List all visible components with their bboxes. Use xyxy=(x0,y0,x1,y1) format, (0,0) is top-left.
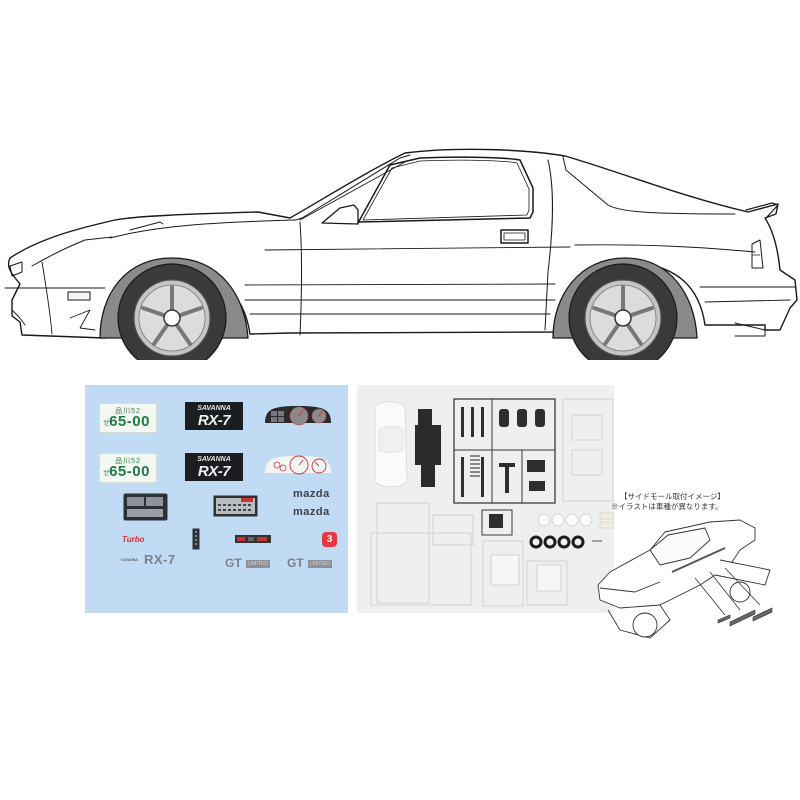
mazda-logo-decal: mazda xyxy=(293,488,330,500)
audio-panel-decal xyxy=(123,493,168,521)
decal-sheet: 品川52 せ 65-00 品川52 せ 65-00 SAVANNA RX-7 S… xyxy=(85,385,348,613)
license-plate-decal: 品川52 せ 65-00 xyxy=(99,453,157,483)
gauge-cluster-light-decal xyxy=(265,455,331,475)
switch-strip-decal xyxy=(192,528,200,550)
gt-limited-decal: GT LIMITED xyxy=(287,554,332,572)
front-wheel xyxy=(99,257,249,360)
turbo-logo-decal: Turbo xyxy=(122,535,145,544)
kit-contents-photo: 【サイドモール取付イメージ】 ※イラストは車種が異なります。 xyxy=(357,385,725,613)
rx7-prefix-text: SAVANNA xyxy=(121,558,138,562)
side-molding-annotation-title: 【サイドモール取付イメージ】 xyxy=(620,492,725,501)
mazda-logo-decal: mazda xyxy=(293,506,330,518)
gt-limited-decal: GT LIMITED xyxy=(225,554,270,572)
plate-kana: せ xyxy=(103,470,110,477)
car-side-illustration xyxy=(4,148,798,360)
gauge-cluster-dark-decal xyxy=(265,406,331,426)
number-badge-text: 3 xyxy=(326,534,333,545)
limited-text: LIMITED xyxy=(308,560,332,568)
kit-parts-illustration xyxy=(370,398,614,607)
badge-model: RX-7 xyxy=(197,412,231,429)
plate-region: 品川52 xyxy=(115,458,141,465)
badge-model: RX-7 xyxy=(197,463,231,480)
side-molding-mount-illustration xyxy=(597,519,773,639)
badge-brand: SAVANNA xyxy=(197,456,231,463)
rear-wheel xyxy=(552,257,698,360)
rx7-badge-decal: SAVANNA RX-7 xyxy=(185,402,243,430)
plate-kana: せ xyxy=(103,420,110,427)
badge-brand: SAVANNA xyxy=(197,405,231,412)
license-plate-decal: 品川52 せ 65-00 xyxy=(99,403,157,433)
plate-number: 65-00 xyxy=(109,413,150,430)
plate-number: 65-00 xyxy=(109,463,150,480)
rx7-script-decal: RX-7 xyxy=(144,552,176,567)
limited-text: LIMITED xyxy=(246,560,270,568)
warning-lights-decal xyxy=(235,535,271,543)
side-molding-annotation-note: ※イラストは車種が異なります。 xyxy=(611,502,723,511)
gt-text: GT xyxy=(287,556,304,570)
climate-panel-decal xyxy=(213,495,258,517)
plate-region: 品川52 xyxy=(115,408,141,415)
number-badge-decal: 3 xyxy=(322,532,337,547)
rx7-badge-decal: SAVANNA RX-7 xyxy=(185,453,243,481)
gt-text: GT xyxy=(225,556,242,570)
